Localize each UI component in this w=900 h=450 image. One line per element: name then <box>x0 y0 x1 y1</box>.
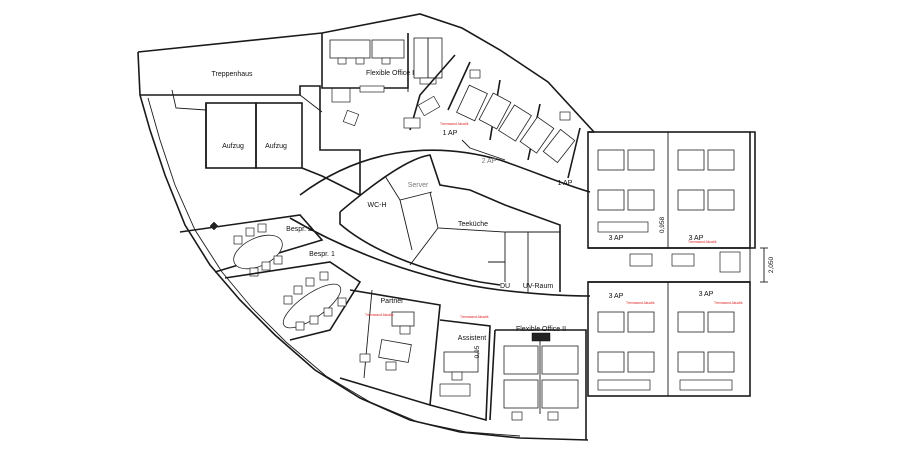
room-label-server: Server <box>408 182 429 189</box>
right-wing-bottom <box>597 282 735 396</box>
dimension-door-b: 0,95 <box>474 345 481 358</box>
room-label-aufzug-1: Aufzug <box>222 143 244 150</box>
room-label-aufzug-2: Aufzug <box>265 143 287 150</box>
room-label-assistent: Assistent <box>458 335 486 342</box>
workplace-label-upper-a: 1 AP <box>443 130 458 137</box>
workplace-label-right-top-b: 3 AP <box>689 235 704 242</box>
assistant-office <box>429 319 491 422</box>
flexible-office-2 <box>489 329 587 440</box>
room-label-partner: Partner <box>381 298 405 305</box>
room-label-uv-raum: UV-Raum <box>523 283 554 290</box>
note-red-1: Trennwand Akustik <box>440 122 469 126</box>
room-label-flexible-office-2: Flexible Office II <box>516 326 566 333</box>
dimension-corridor: 2,050 <box>768 256 775 273</box>
meeting-room-2 <box>179 214 324 277</box>
room-label-teekueche: Teeküche <box>458 221 488 228</box>
building-shell <box>137 13 756 441</box>
note-red-6: Trennwand Akustik <box>714 301 743 305</box>
workplace-label-upper-c: 1 AP <box>558 180 573 187</box>
note-red-4: Trennwand Akustik <box>688 240 717 244</box>
workplace-label-upper-b: 2 AP <box>482 158 497 165</box>
room-label-bespr-2: Bespr. 2 <box>286 226 312 233</box>
room-label-wc-h: WC-H <box>367 202 386 209</box>
note-red-2: Trennwand Akustik <box>365 313 394 317</box>
room-label-du: DU <box>500 283 510 290</box>
meeting-room-1 <box>224 261 362 341</box>
room-label-bespr-1: Bespr. 1 <box>309 251 335 258</box>
workplace-label-right-bottom-a: 3 AP <box>609 293 624 300</box>
room-label-treppenhaus: Treppenhaus <box>212 71 253 78</box>
note-red-3: Trennwand Akustik <box>460 315 489 319</box>
note-red-5: Trennwand Akustik <box>626 301 655 305</box>
workplace-label-right-bottom-b: 3 AP <box>699 291 714 298</box>
corridor-dimension <box>760 247 768 283</box>
workplace-label-right-top-a: 3 AP <box>609 235 624 242</box>
upper-workplaces <box>403 54 581 179</box>
right-wing-top <box>597 132 741 273</box>
flexible-office-1 <box>321 33 443 93</box>
partner-office <box>339 289 441 407</box>
dimension-door-a: 0,958 <box>659 216 666 233</box>
central-core <box>339 154 561 292</box>
room-label-flexible-office-1: Flexible Office I <box>366 70 414 77</box>
